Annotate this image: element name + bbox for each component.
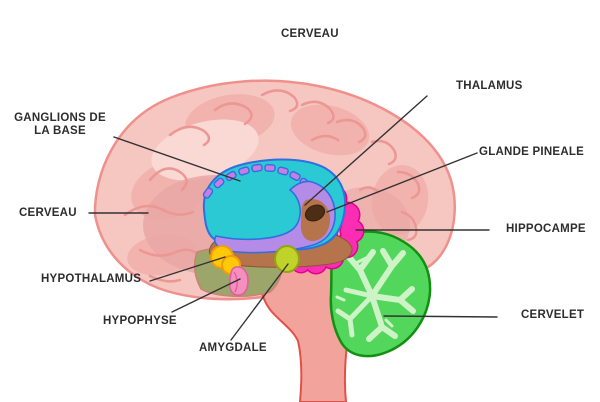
leader-line-amygdale (230, 263, 289, 341)
pituitary-inner-line (233, 271, 238, 293)
label-hypothalamus: HYPOTHALAMUS (41, 273, 142, 285)
label-cerveau: CERVEAU (19, 207, 77, 219)
diagram-title: CERVEAU (281, 28, 339, 40)
label-ganglions-de-la-base: GANGLIONS DE LA BASE (14, 112, 106, 137)
pituitary-shape (228, 266, 249, 296)
label-glande-pineale: GLANDE PINEALE (479, 146, 585, 158)
label-hippocampe: HIPPOCAMPE (506, 223, 586, 235)
label-hypophyse: HYPOPHYSE (103, 315, 177, 327)
leader-line-ganglions (113, 136, 241, 182)
gyri-lines (123, 89, 421, 283)
label-thalamus: THALAMUS (456, 80, 523, 92)
leader-line-thalamus (304, 95, 428, 206)
leader-lines (88, 95, 498, 341)
label-cervelet: CERVELET (521, 309, 585, 321)
cerebellum-arbor-pattern (335, 248, 416, 342)
leader-line-glande-pineale (326, 152, 478, 213)
leader-line-hypophyse (171, 278, 241, 313)
amygdala-shape (274, 245, 300, 273)
leader-line-hypothalamus (149, 256, 226, 282)
pineal-gland-shape (304, 204, 326, 222)
cortex-light-patch (151, 119, 259, 181)
leader-line-cervelet (383, 315, 498, 318)
label-amygdale: AMYGDALE (199, 342, 267, 354)
